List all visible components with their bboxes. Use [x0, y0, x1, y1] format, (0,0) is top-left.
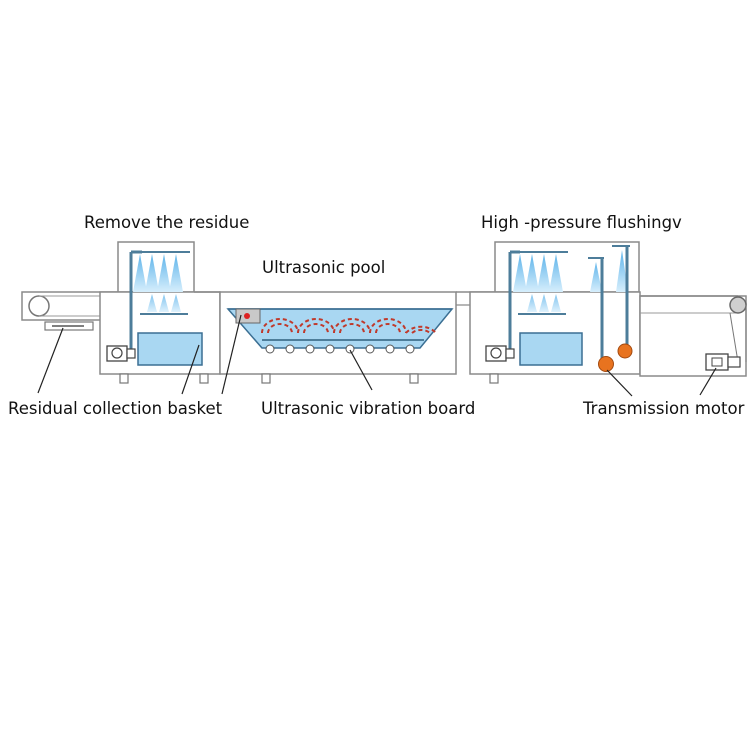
ultrasonic-pool-station [219, 291, 457, 384]
residue-removal-station [99, 241, 221, 384]
label-high-pressure: High -pressure flushingv [481, 213, 682, 232]
label-transmission-motor: Transmission motor [582, 399, 745, 418]
label-remove-residue: Remove the residue [84, 213, 249, 232]
spray-nozzles-right [513, 250, 628, 312]
pump-left [106, 345, 136, 362]
label-ultrasonic-pool: Ultrasonic pool [262, 258, 385, 277]
label-residual-basket: Residual collection basket [8, 399, 223, 418]
high-pressure-station [469, 241, 641, 384]
orange-ball-1 [598, 356, 614, 372]
label-vibration-board: Ultrasonic vibration board [261, 399, 475, 418]
right-conveyor [639, 295, 747, 377]
ultrasonic-waves [261, 318, 437, 334]
orange-ball-2 [617, 343, 633, 359]
vibration-board [265, 344, 415, 354]
transmission-motor [705, 353, 741, 371]
leader-lines [37, 314, 717, 397]
pump-right [485, 345, 515, 362]
spray-nozzles-left [133, 254, 183, 312]
